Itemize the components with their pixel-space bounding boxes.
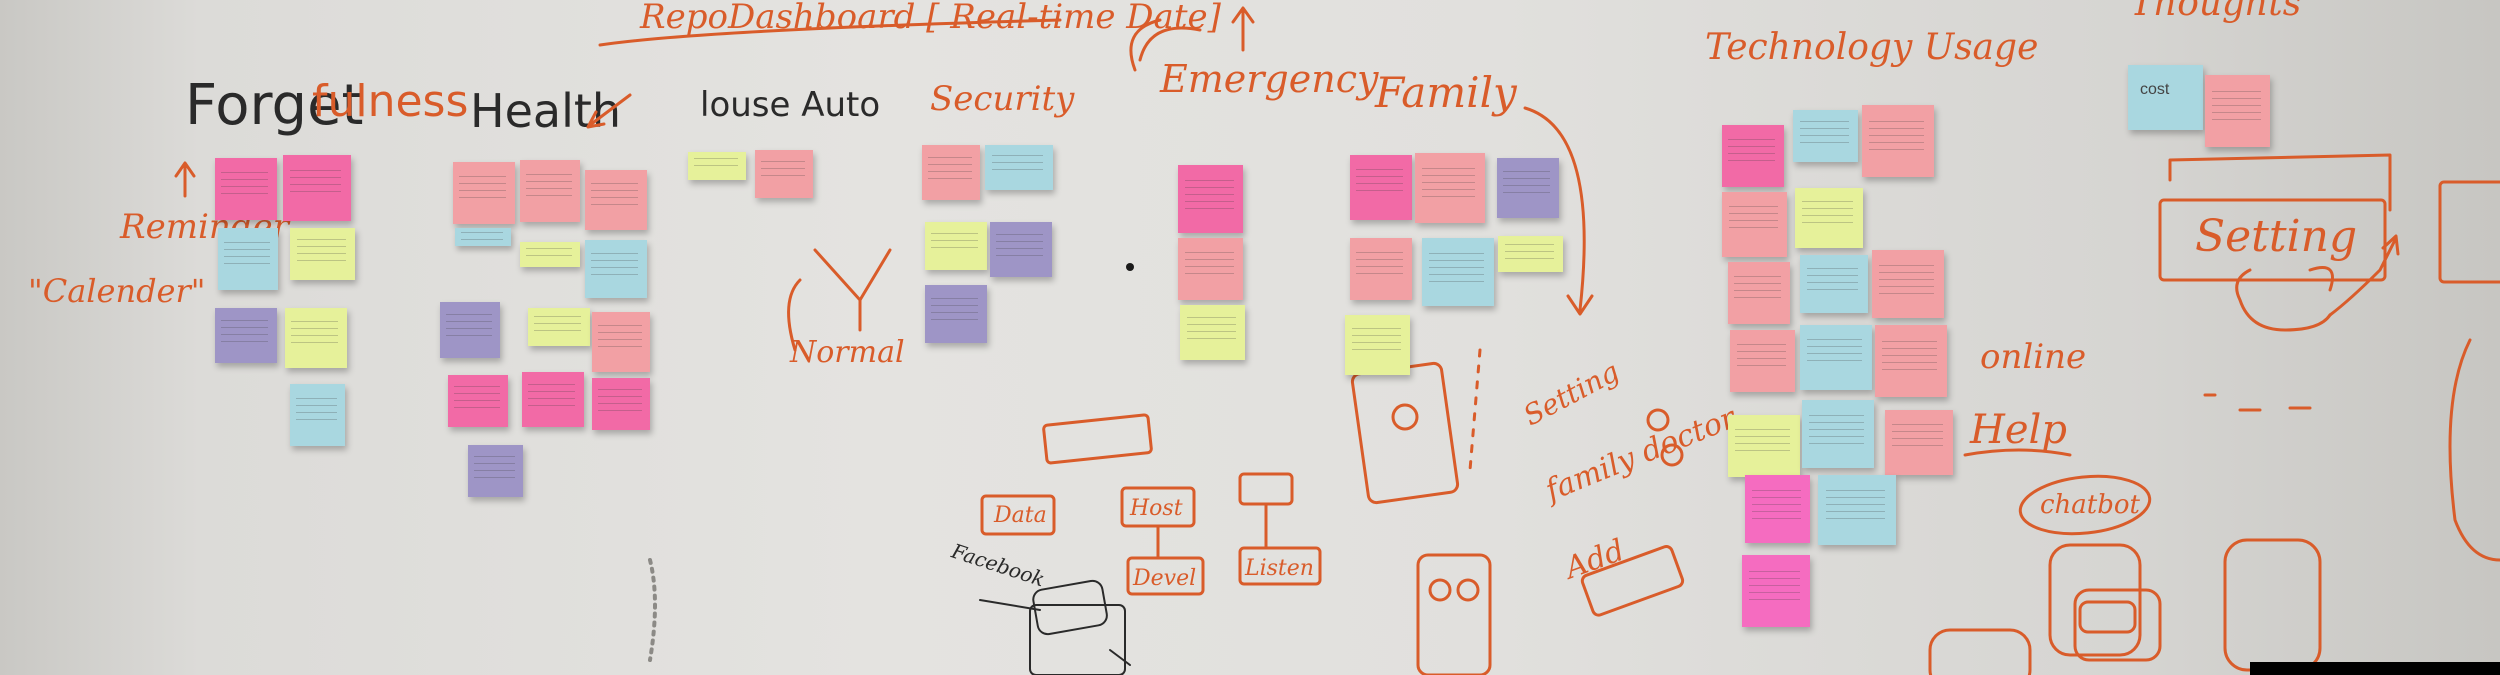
label-chatbot: chatbot	[2040, 490, 2141, 520]
label-calender: "Calender"	[28, 272, 206, 310]
sticky-note	[1498, 236, 1563, 272]
sticky-note	[1728, 262, 1790, 324]
sticky-note	[440, 302, 500, 358]
heading-technology-usage: Technology Usage	[1705, 27, 2039, 68]
label-online: online	[1980, 337, 2087, 377]
sticky-note	[1728, 415, 1800, 477]
sticky-note	[1800, 255, 1868, 313]
heading-family: Family	[1375, 68, 1517, 117]
sticky-note	[1497, 158, 1559, 218]
sticky-note	[1730, 330, 1795, 392]
heading-thoughts: Thoughts	[2130, 0, 2302, 24]
sticky-note	[925, 222, 987, 270]
sticky-note	[1722, 125, 1784, 187]
sticky-note	[468, 445, 523, 497]
sticky-note	[585, 240, 647, 298]
cost-note-label: cost	[2140, 81, 2170, 98]
sticky-note	[218, 228, 278, 290]
sticky-note	[2205, 75, 2270, 147]
sticky-note	[1350, 238, 1412, 300]
label-normal: Normal	[790, 335, 905, 370]
sticky-note	[1862, 105, 1934, 177]
sticky-note	[522, 372, 584, 427]
image-edge-bar	[2250, 662, 2500, 675]
sticky-note	[755, 150, 813, 198]
sticky-note	[1872, 250, 1944, 318]
sticky-note	[528, 308, 590, 346]
sticky-note	[1885, 410, 1953, 475]
label-setting-box: Setting	[2195, 211, 2358, 262]
heading-emergency: Emergency	[1160, 57, 1379, 101]
sticky-note	[448, 375, 508, 427]
heading-forget: Forget	[185, 73, 364, 138]
sticky-note	[1742, 555, 1810, 627]
label-host-box: Host	[1130, 496, 1183, 521]
heading-repo-dashboard: RepoDashboard [ Real-time Date]	[640, 0, 1221, 37]
label-data-box: Data	[994, 503, 1047, 528]
sticky-note	[1178, 238, 1243, 300]
sticky-note	[1802, 400, 1874, 468]
sticky-note	[1793, 110, 1858, 162]
label-listen-box: Listen	[1245, 556, 1314, 581]
sticky-note	[1875, 325, 1947, 397]
heading-house-auto: louse Auto	[700, 85, 881, 125]
sticky-note-cost: cost	[2128, 65, 2203, 130]
sticky-note	[215, 308, 277, 363]
sticky-note	[592, 312, 650, 372]
sticky-note	[990, 222, 1052, 277]
sticky-note	[453, 162, 515, 224]
sticky-note	[585, 170, 647, 230]
sticky-note	[520, 160, 580, 222]
sticky-note	[688, 152, 746, 180]
sticky-note	[925, 285, 987, 343]
sticky-note	[290, 228, 355, 280]
sticky-note	[1350, 155, 1412, 220]
heading-fulness: fulness	[312, 76, 469, 127]
sticky-note	[283, 155, 351, 221]
heading-security: Security	[930, 79, 1075, 119]
sticky-note	[1345, 315, 1410, 375]
sticky-note	[215, 158, 277, 220]
sticky-note	[290, 384, 345, 446]
sticky-note	[520, 242, 580, 267]
sticky-note	[1415, 153, 1485, 223]
sticky-note	[1818, 475, 1896, 545]
sticky-note	[592, 378, 650, 430]
label-device-box: Devel	[1133, 566, 1197, 591]
sticky-note	[1795, 188, 1863, 248]
sticky-note	[1800, 325, 1872, 390]
sticky-note	[1722, 192, 1787, 257]
sticky-note	[1422, 238, 1494, 306]
sticky-note	[1180, 305, 1245, 360]
label-help: Help	[1970, 407, 2067, 453]
sticky-note	[922, 145, 980, 200]
sticky-note	[455, 228, 511, 246]
sticky-note	[1745, 475, 1810, 543]
sticky-note	[985, 145, 1053, 190]
sticky-note	[285, 308, 347, 368]
sticky-note	[1178, 165, 1243, 233]
